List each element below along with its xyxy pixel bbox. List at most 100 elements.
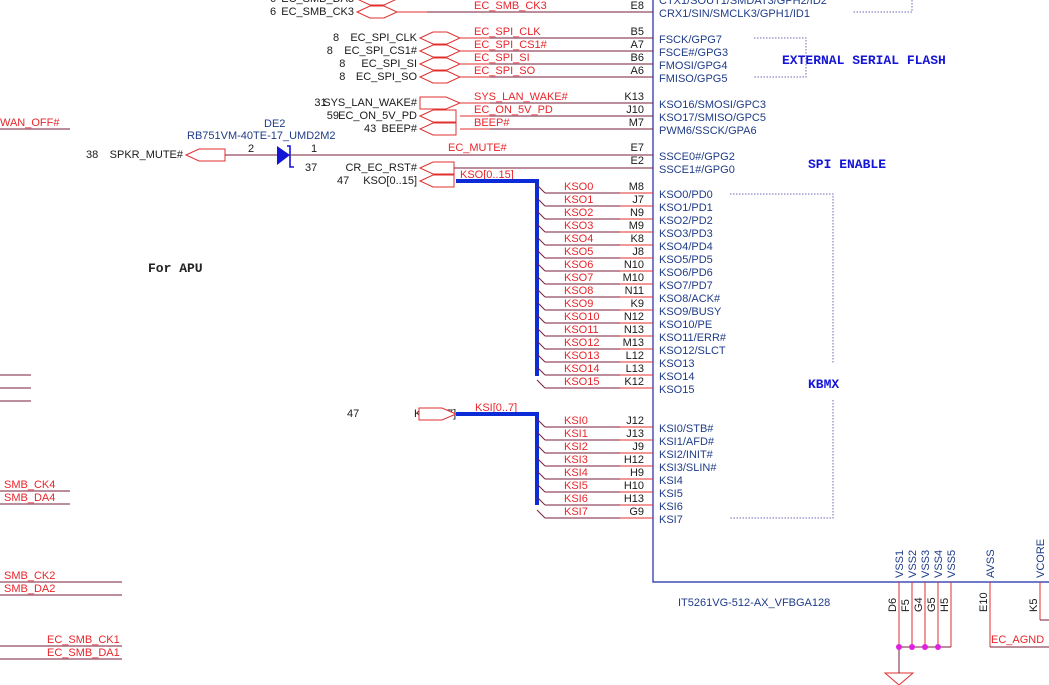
kso-row-net-7: KSO7 (564, 272, 593, 284)
bottom-pin-ball-0: D6 (887, 598, 899, 612)
spi-row-1-sheet: 8 (327, 45, 333, 57)
ksi-row-pin-4: KSI4 (659, 475, 683, 487)
kso-row-entry-15 (536, 379, 546, 389)
bottom-pin-name-6: VCORE (1035, 539, 1047, 578)
kso-row-pin-8: KSO8/ACK# (659, 293, 721, 305)
misc-row-0-ball: K13 (624, 91, 644, 103)
diode-ref: DE2 (264, 118, 285, 130)
chip-outline (652, 0, 1049, 583)
spi-row-3-port (418, 70, 462, 84)
smb3-row-0-offpage-label: EC_SMB_DA3 (281, 0, 354, 5)
kso-row-net-14: KSO14 (564, 363, 599, 375)
junction-dot-2 (922, 644, 928, 650)
ksi-port (418, 407, 458, 421)
smb3-row-1-ball: E8 (631, 0, 644, 12)
ksi-row-ball-5: H10 (624, 480, 644, 492)
bottom-pin-ball-1: F5 (900, 599, 912, 612)
reset-offpage-label: CR_EC_RST# (345, 162, 417, 174)
kso-row-ball-1: J7 (632, 194, 644, 206)
kso-row-net-11: KSO11 (564, 324, 599, 336)
misc-row-2-net-label: BEEP# (474, 117, 510, 129)
kso-row-net-3: KSO3 (564, 220, 593, 232)
kso-row-net-0: KSO0 (564, 181, 593, 193)
kso-row-entry-4 (536, 236, 546, 246)
diode-pin-cathode: 1 (311, 143, 317, 155)
ksi-row-pin-0: KSI0/STB# (659, 423, 714, 435)
kso-row-ball-2: N9 (630, 207, 644, 219)
ksi-row-net-7: KSI7 (564, 506, 588, 518)
ball-reset: E2 (631, 155, 644, 167)
bracket-kbmx-bottom (730, 400, 834, 519)
junction-dot-1 (909, 644, 915, 650)
kso-row-ball-14: L13 (626, 363, 644, 375)
kso-row-entry-14 (536, 366, 546, 376)
spi-row-3-pin-name: FMISO/GPG5 (659, 73, 727, 85)
kso-row-entry-7 (536, 275, 546, 285)
bottom-pin-name-3: VSS4 (933, 550, 945, 578)
smb3-row-1-sheet: 6 (270, 6, 276, 18)
kso-row-entry-9 (536, 301, 546, 311)
kso-row-net-12: KSO12 (564, 337, 599, 349)
kso-row-entry-11 (536, 327, 546, 337)
spi-row-1-port (418, 44, 462, 58)
ksi-row-ball-1: J13 (626, 428, 644, 440)
bottom-pin-name-1: VSS2 (907, 550, 919, 578)
spi-row-3-sheet: 8 (339, 71, 345, 83)
diode-part: RB751VM-40TE-17_UMD2M2 (187, 130, 336, 142)
ksi-row-entry-7 (536, 509, 546, 519)
kso-row-ball-4: K8 (631, 233, 644, 245)
spi-row-2-ball: B6 (631, 52, 644, 64)
spi-row-0-pin-name: FSCK/GPG7 (659, 34, 722, 46)
kso-row-entry-8 (536, 288, 546, 298)
chip-part-number: IT5261VG-512-AX_VFBGA128 (678, 597, 830, 609)
kso-sheet: 47 (337, 175, 349, 187)
pin-ec-mute: SSCE0#/GPG2 (659, 151, 735, 163)
kso-row-ball-6: N10 (624, 259, 644, 271)
ball-ec-mute: E7 (631, 142, 644, 154)
spi-row-2-offpage-label: EC_SPI_SI (361, 58, 417, 70)
ground-icon (883, 672, 915, 685)
spi-row-2-net-label: EC_SPI_SI (474, 52, 530, 64)
pin-reset: SSCE1#/GPG0 (659, 164, 735, 176)
ksi-row-ball-6: H13 (624, 493, 644, 505)
spi-row-1-offpage-label: EC_SPI_CS1# (344, 45, 418, 57)
net-smb-da2: SMB_DA2 (4, 583, 55, 595)
ksi-sheet: 47 (347, 408, 359, 420)
ksi-row-entry-5 (536, 483, 546, 493)
bracket-kbmx-top (730, 193, 834, 363)
kso-row-pin-13: KSO13 (659, 358, 694, 370)
kso-row-pin-10: KSO10/PE (659, 319, 712, 331)
kso-row-pin-9: KSO9/BUSY (659, 306, 722, 318)
misc-row-1-sheet: 59 (327, 110, 339, 122)
kso-row-pin-0: KSO0/PD0 (659, 189, 713, 201)
spkr-mute-port (184, 148, 226, 162)
ksi-row-ball-7: G9 (629, 506, 644, 518)
spi-row-0-sheet: 8 (333, 32, 339, 44)
bottom-pin-ball-3: G5 (926, 597, 938, 612)
bracket-flash (754, 37, 807, 78)
kso-row-net-1: KSO1 (564, 194, 593, 206)
kso-row-ball-11: N13 (624, 324, 644, 336)
kso-row-entry-13 (536, 353, 546, 363)
misc-row-2-port (418, 122, 457, 136)
spi-row-0-offpage-label: EC_SPI_CLK (350, 32, 417, 44)
kso-row-pin-14: KSO14 (659, 371, 694, 383)
label-for-apu: For APU (148, 261, 203, 276)
kso-row-pin-1: KSO1/PD1 (659, 202, 713, 214)
ksi-row-entry-0 (536, 418, 546, 428)
kso-row-net-4: KSO4 (564, 233, 593, 245)
misc-row-0-net-label: SYS_LAN_WAKE# (474, 91, 569, 103)
ksi-bus-label: KSI[0..7] (475, 402, 517, 414)
misc-row-2-offpage-label: BEEP# (382, 123, 418, 135)
bottom-pin-ball-2: G4 (913, 597, 925, 612)
ksi-row-net-6: KSI6 (564, 493, 588, 505)
bracket-uart (852, 0, 913, 13)
diode-cathode-bar (287, 145, 294, 168)
net-ec-smb-da1: EC_SMB_DA1 (47, 647, 120, 659)
misc-row-1-pin-name: KSO17/SMISO/GPC5 (659, 112, 766, 124)
kso-row-ball-8: N11 (625, 285, 644, 297)
spi-row-0-net-label: EC_SPI_CLK (474, 26, 541, 38)
title-kbmx: KBMX (808, 377, 839, 392)
kso-port (418, 174, 455, 188)
